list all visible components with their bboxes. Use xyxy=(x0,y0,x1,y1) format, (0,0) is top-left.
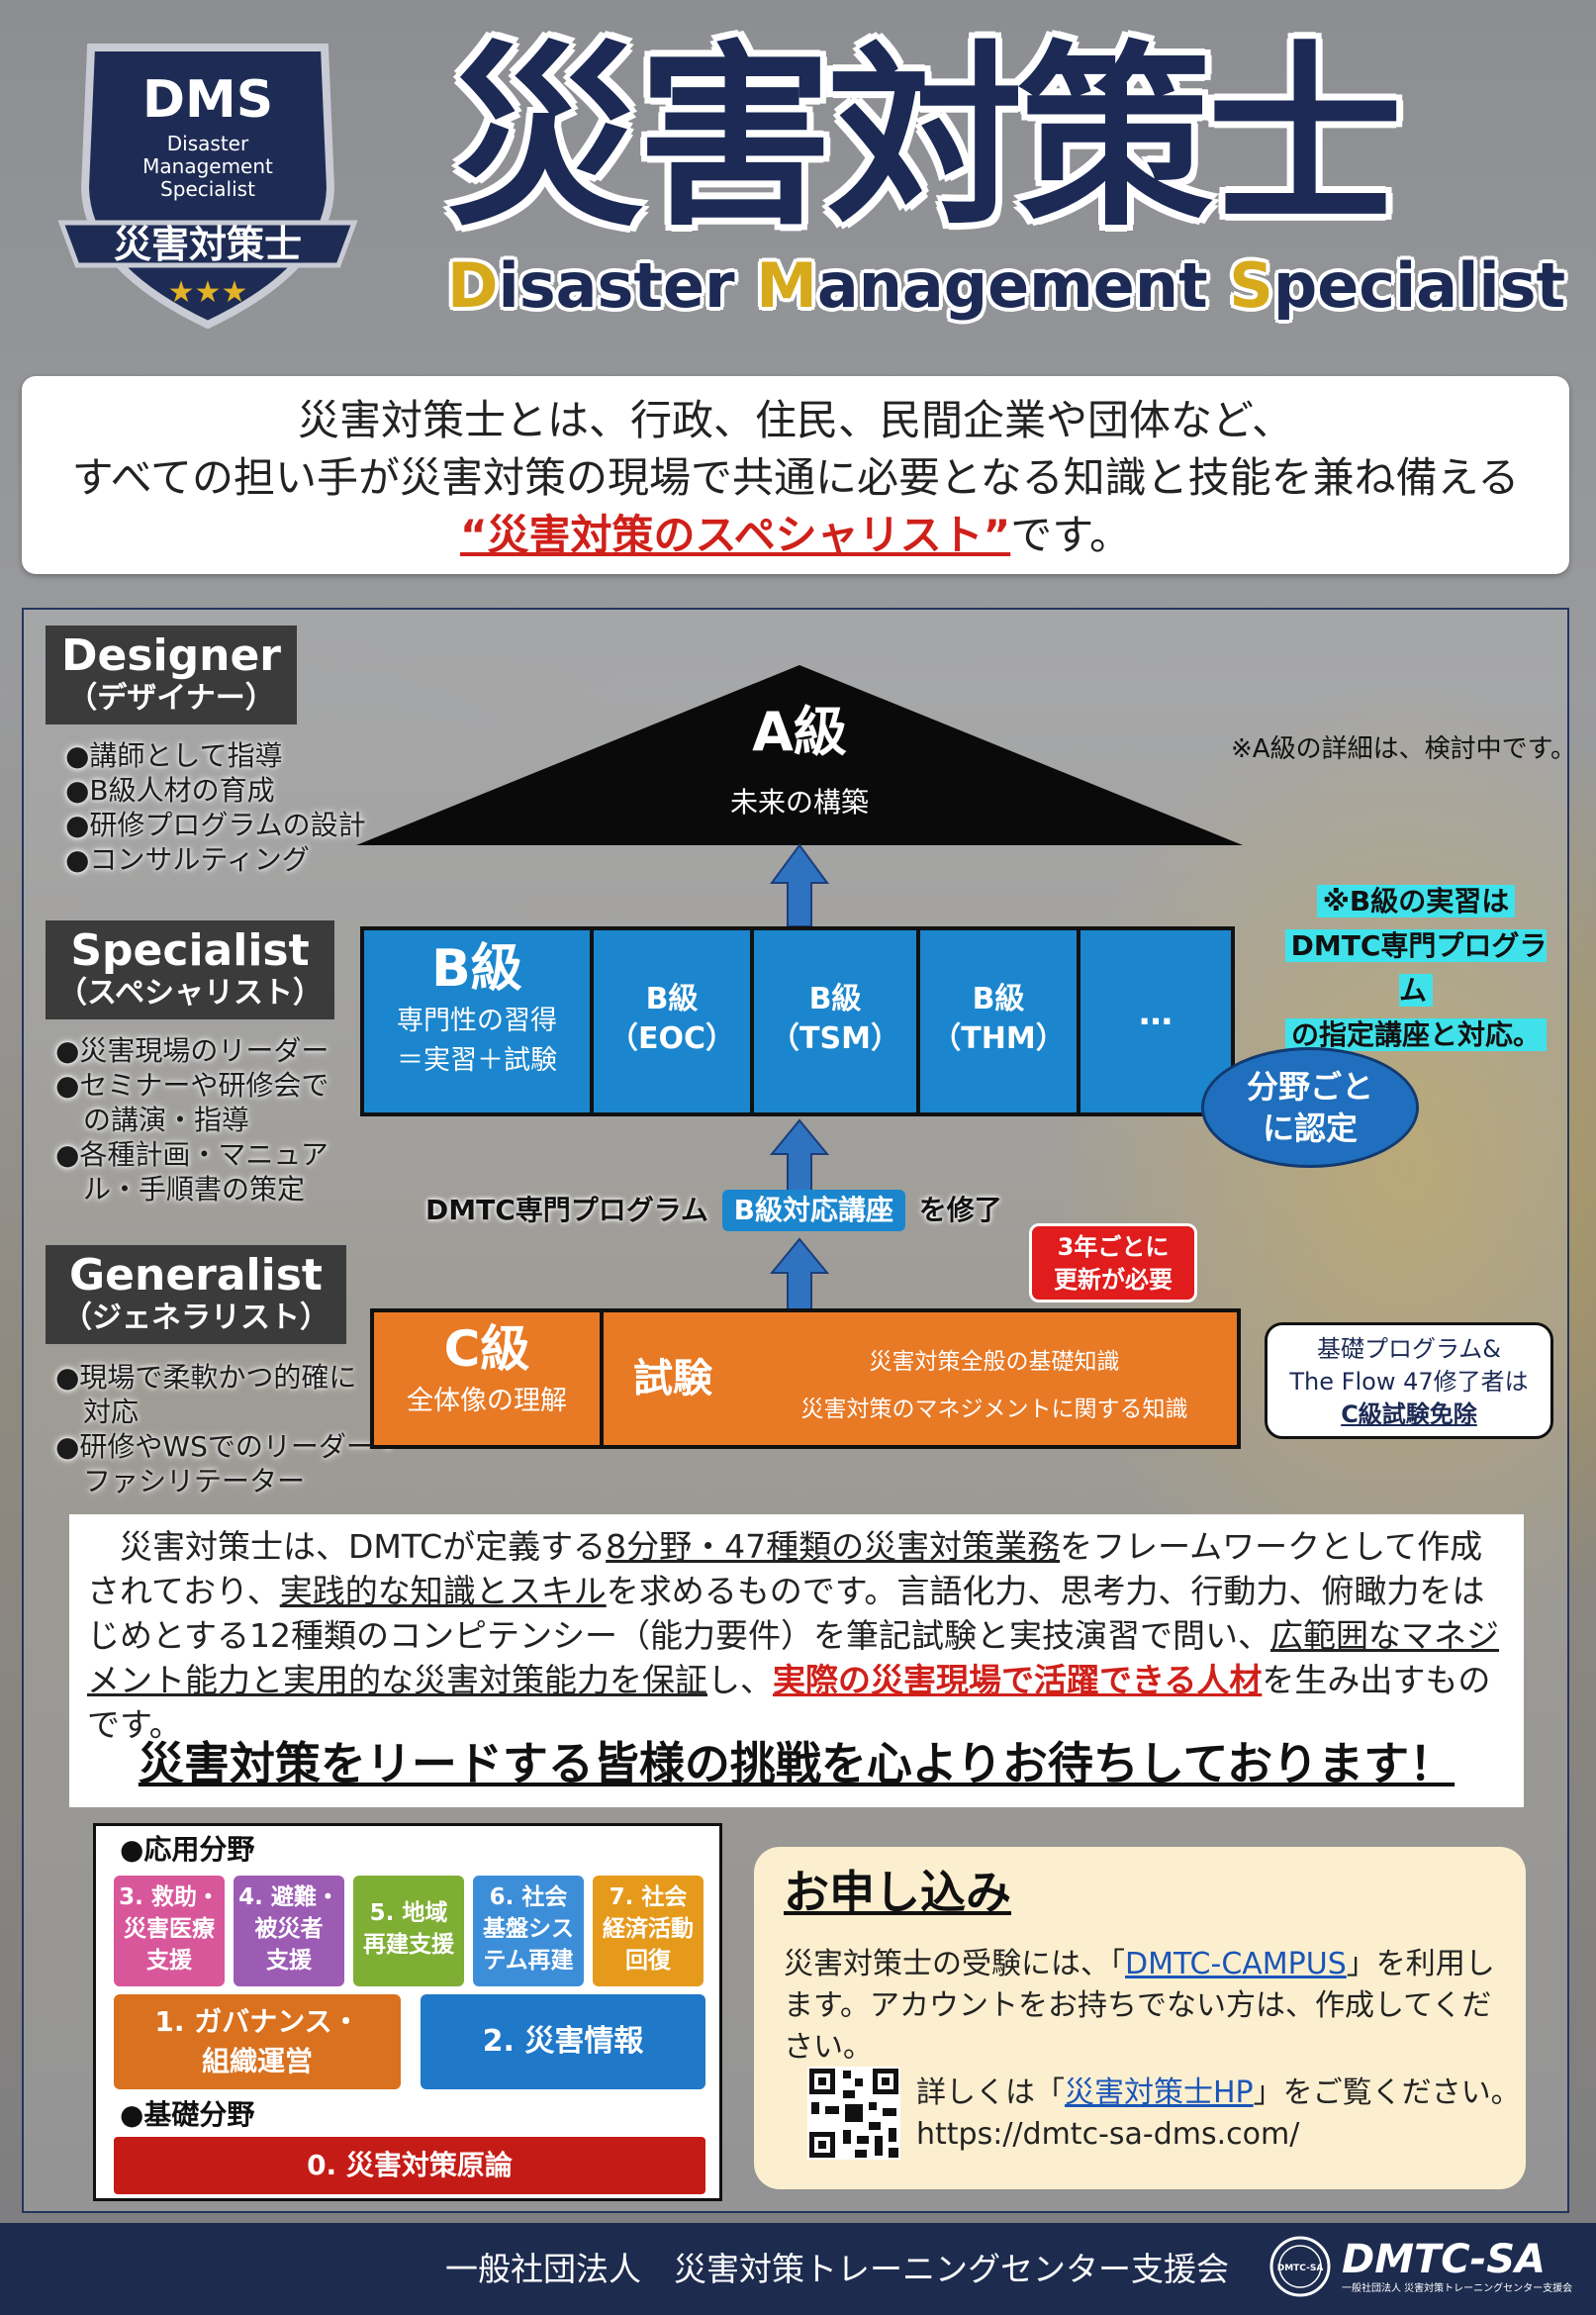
field-economic-recovery[interactable]: 7. 社会経済活動回復 xyxy=(593,1876,704,1986)
exemption-note: 基礎プログラム&The Flow 47修了者は C級試験免除 xyxy=(1265,1322,1553,1439)
footer-logo-sub: 一般社団法人 災害対策トレーニングセンター支援会 xyxy=(1342,2283,1573,2294)
page-title-en: Disaster Management Specialist xyxy=(447,249,1566,322)
apply-title: お申し込み xyxy=(784,1866,1011,1919)
footer-logo: DMTC-SA xyxy=(1342,2237,1547,2282)
a-level-triangle xyxy=(356,665,1243,845)
apply-text: 災害対策士の受験には、「DMTC-CAMPUS」を利用します。アカウントをお持ち… xyxy=(784,1947,1495,2065)
description-text: 災害対策士は、DMTCが定義する8分野・47種類の災害対策業務をフレームワークと… xyxy=(87,1527,1500,1744)
applied-fields-label: ●応用分野 xyxy=(120,1833,255,1866)
dms-hp-link[interactable]: 災害対策士HP xyxy=(1065,2075,1254,2110)
intro-line1: 災害対策士とは、行政、住民、民間企業や団体など、 xyxy=(298,396,1293,444)
role-generalist: Generalist（ジェネラリスト） xyxy=(46,1245,346,1344)
b-level-eoc: B級（EOC） xyxy=(594,930,754,1112)
field-governance[interactable]: 1. ガバナンス・組織運営 xyxy=(114,1994,401,2089)
generalist-bullets: ●現場で柔軟かつ的確に 対応●研修やWSでのリーダー・ ファシリテーター xyxy=(55,1361,402,1497)
c-level-exam-contents: 災害対策全般の基礎知識災害対策のマネジメントに関する知識 xyxy=(800,1349,1188,1422)
dms-badge-logo: DMS Disaster Management Specialist 災害対策士… xyxy=(57,44,358,330)
renewal-badge: 3年ごとに更新が必要 xyxy=(1029,1223,1197,1302)
arrow-up-icon xyxy=(770,1118,829,1192)
badge-line4: Specialist xyxy=(160,177,255,201)
b-level-tsm: B級（TSM） xyxy=(754,930,920,1112)
b-level-thm: B級（THM） xyxy=(920,930,1080,1112)
a-level-title: A級 xyxy=(752,701,847,763)
field-infrastructure-rebuild[interactable]: 6. 社会基盤システム再建 xyxy=(473,1876,584,1986)
intro-line2: すべての担い手が災害対策の現場で共通に必要となる知識と技能を兼ね備える xyxy=(71,453,1520,502)
arrow-up-icon xyxy=(770,1237,829,1310)
description-box xyxy=(69,1514,1524,1807)
slogan: 災害対策をリードする皆様の挑戦を心よりお待ちしております！ xyxy=(138,1737,1455,1790)
intro-box: 災害対策士とは、行政、住民、民間企業や団体など、 すべての担い手が災害対策の現場… xyxy=(22,376,1569,574)
field-basic-theory[interactable]: 0. 災害対策原論 xyxy=(114,2137,705,2194)
role-designer: Designer（デザイナー） xyxy=(46,626,297,724)
program-line: DMTC専門プログラム B級対応講座 を修了 xyxy=(425,1190,1002,1231)
page-title-jp: 災害対策士 xyxy=(447,24,1403,252)
role-specialist: Specialist（スペシャリスト） xyxy=(46,920,334,1019)
designer-bullets: ●講師として指導●B級人材の育成●研修プログラムの設計●コンサルティング xyxy=(65,739,366,876)
intro-line3: “災害対策のスペシャリスト”です。 xyxy=(459,511,1132,559)
qr-code-icon xyxy=(807,2067,900,2160)
footer-org: 一般社団法人 災害対策トレーニングセンター支援会 xyxy=(445,2250,1229,2288)
field-rescue-medical[interactable]: 3. 救助・災害医療支援 xyxy=(114,1876,225,1986)
apply-url[interactable]: https://dmtc-sa-dms.com/ xyxy=(916,2117,1300,2152)
specialist-bullets: ●災害現場のリーダー●セミナーや研修会で の講演・指導●各種計画・マニュア ル・… xyxy=(55,1034,329,1206)
field-disaster-info[interactable]: 2. 災害情報 xyxy=(421,1994,705,2089)
dmtc-campus-link[interactable]: DMTC-CAMPUS xyxy=(1125,1947,1347,1981)
svg-text:DMTC-SA: DMTC-SA xyxy=(1277,2264,1324,2273)
b-level-box xyxy=(360,926,1235,1116)
dmtc-seal-icon: DMTC-SA xyxy=(1269,2236,1331,2297)
field-regional-rebuild[interactable]: 5. 地域再建支援 xyxy=(353,1876,464,1986)
c-level-exam: 試験 xyxy=(633,1356,712,1401)
badge-stars: ★★★ xyxy=(168,275,248,310)
b-level-main: B級 専門性の習得 ＝実習＋試験 xyxy=(364,930,594,1112)
a-level-sub: 未来の構築 xyxy=(729,786,869,819)
b-course-tag: B級対応講座 xyxy=(721,1190,906,1231)
badge-dms-text: DMS xyxy=(142,70,273,130)
arrow-up-icon xyxy=(770,843,829,926)
certification-oval: 分野ごとに認定 xyxy=(1201,1047,1419,1168)
b-level-note: ※B級の実習は DMTC専門プログラム の指定講座と対応。 xyxy=(1274,879,1557,1057)
c-level-box xyxy=(370,1308,1241,1449)
badge-line3: Management xyxy=(142,154,273,178)
badge-ribbon: 災害対策士 xyxy=(114,223,302,266)
apply-hp-text: 詳しくは「災害対策士HP」をご覧ください。 xyxy=(916,2075,1521,2110)
b-level-more: … xyxy=(1139,994,1173,1033)
c-level-main: C級 全体像の理解 xyxy=(374,1312,604,1445)
basic-fields-label: ●基礎分野 xyxy=(120,2098,255,2131)
a-level-note: ※A級の詳細は、検討中です。 xyxy=(1231,734,1576,764)
field-evacuation-support[interactable]: 4. 避難・被災者支援 xyxy=(234,1876,344,1986)
badge-line2: Disaster xyxy=(167,132,249,155)
